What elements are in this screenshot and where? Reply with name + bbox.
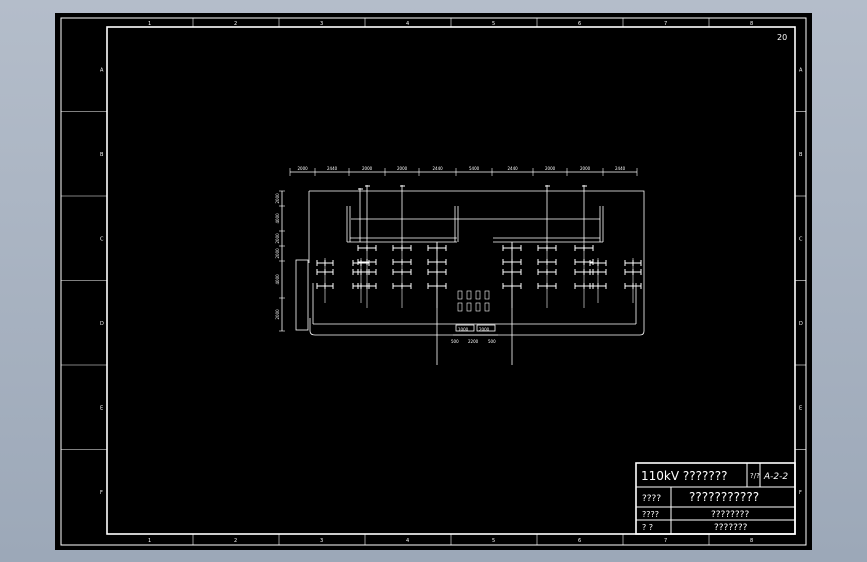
- inner-border: [106, 26, 796, 535]
- zone-column-label: 3: [320, 538, 323, 544]
- left-dimension-label: 2000: [275, 233, 280, 244]
- zone-column-label: 1: [148, 21, 151, 27]
- zone-column-label: 8: [750, 538, 753, 544]
- bottom-dimension-label: 500: [451, 339, 459, 344]
- left-dimension-label: 2000: [275, 309, 280, 320]
- zone-row-label: A: [799, 67, 803, 73]
- title-block-project: 110kV ???????: [641, 469, 727, 483]
- top-dimension-label: 2440: [327, 166, 338, 171]
- title-block-drawing-no: A-2-2: [763, 472, 788, 482]
- left-dimension-label: 4000: [275, 274, 280, 285]
- title-block-title: ???????????: [689, 490, 759, 504]
- top-dimension-label: 2000: [298, 166, 309, 171]
- top-dimension-label: 2000: [397, 166, 408, 171]
- zone-column-label: 1: [148, 538, 151, 544]
- page-number: 20: [777, 33, 787, 42]
- zone-column-label: 7: [664, 21, 667, 27]
- title-block: [635, 462, 796, 535]
- zone-row-label: B: [799, 152, 803, 158]
- zone-row-label: F: [799, 490, 802, 496]
- zone-row-label: E: [799, 405, 802, 411]
- zone-column-label: 8: [750, 21, 753, 27]
- title-block-value-2: ????????: [711, 510, 749, 520]
- left-dimension-ticks: [279, 190, 285, 332]
- top-dimension-label: 2000: [580, 166, 591, 171]
- left-dimension-label: 2000: [275, 193, 280, 204]
- dimension-labels: 2000 2440 2000 2000 2440 5400 2440 2000 2000 2440…: [275, 166, 626, 344]
- title-block-label-1: ????: [642, 494, 661, 504]
- top-dimension-label: 2000: [362, 166, 373, 171]
- site-outline: [309, 190, 645, 336]
- zone-column-label: 6: [578, 21, 581, 27]
- top-dimension-label: 2000: [545, 166, 556, 171]
- left-dimension-label: 2000: [275, 248, 280, 259]
- zone-column-label: 2: [234, 21, 237, 27]
- outer-border: [60, 17, 807, 546]
- zone-column-label: 4: [406, 21, 409, 27]
- zone-row-label: D: [100, 321, 104, 327]
- zone-column-label: 3: [320, 21, 323, 27]
- center-dimension-label: 2000: [479, 327, 490, 332]
- control-building: [295, 259, 309, 331]
- zone-row-label: D: [799, 321, 803, 327]
- zone-row-label: A: [100, 67, 104, 73]
- center-dimension-label: 1000: [458, 327, 469, 332]
- zone-row-label: B: [100, 152, 104, 158]
- bottom-dimension-label: 2200: [468, 339, 479, 344]
- zone-row-label: C: [799, 236, 803, 242]
- zone-column-label: 4: [406, 538, 409, 544]
- zone-column-label: 6: [578, 538, 581, 544]
- title-block-sheet-mark: ?/?: [750, 472, 760, 480]
- top-dimension-label: 2440: [433, 166, 444, 171]
- title-block-value-3: ???????: [714, 523, 748, 533]
- top-dimension-label: 2440: [615, 166, 626, 171]
- drawing-canvas[interactable]: 1 1 2 2 3 3 4 4 5 5 6 6 7 7 8 8 A A B B C C D D E E F F 20: [55, 13, 812, 550]
- substation-layout: [279, 168, 645, 365]
- title-block-label-2: ????: [642, 510, 659, 519]
- zone-column-markers: 1 1 2 2 3 3 4 4 5 5 6 6 7 7 8 8: [148, 18, 753, 545]
- zone-row-label: C: [100, 236, 104, 242]
- zone-column-label: 5: [492, 538, 495, 544]
- drawing-sheet: 1 1 2 2 3 3 4 4 5 5 6 6 7 7 8 8 A A B B C C D D E E F F 20: [55, 13, 812, 550]
- zone-row-markers: A A B B C C D D E E F F: [61, 67, 806, 496]
- top-dimension-label: 5400: [469, 166, 480, 171]
- title-block-label-3: ? ?: [642, 523, 653, 532]
- zone-column-label: 5: [492, 21, 495, 27]
- zone-column-label: 2: [234, 538, 237, 544]
- top-dimension-label: 2440: [508, 166, 519, 171]
- equipment-symbols: [316, 185, 642, 312]
- bottom-dimension-label: 500: [488, 339, 496, 344]
- left-dimension-label: 4000: [275, 213, 280, 224]
- top-dimension-ticks: [289, 168, 638, 176]
- zone-row-label: E: [100, 405, 103, 411]
- zone-column-label: 7: [664, 538, 667, 544]
- zone-row-label: F: [100, 490, 103, 496]
